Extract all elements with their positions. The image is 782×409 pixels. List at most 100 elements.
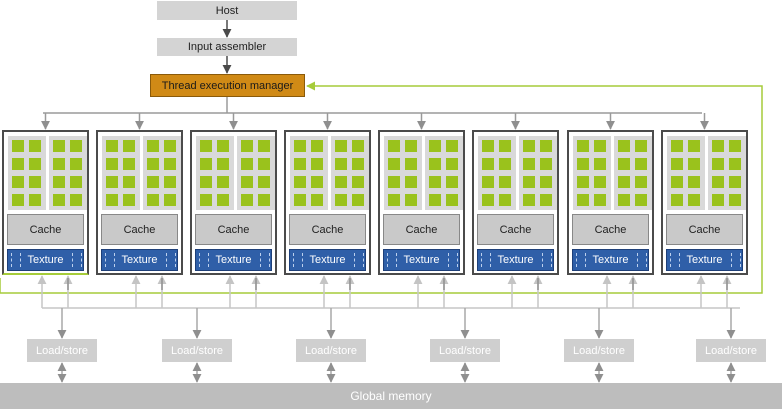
processor-core [12, 158, 24, 170]
load-store-unit: Load/store [162, 339, 232, 362]
processor-core [729, 140, 741, 152]
processor-core [311, 176, 323, 188]
processor-core [594, 140, 606, 152]
processor-core [258, 194, 270, 206]
texture-unit: Texture [101, 249, 178, 271]
processor-core [217, 176, 229, 188]
processor-core [200, 176, 212, 188]
host-box: Host [157, 1, 297, 20]
texture-lane-marks [481, 253, 491, 267]
texture-label: Texture [403, 254, 440, 266]
processor-core [53, 176, 65, 188]
processor-core [241, 140, 253, 152]
processor-core [53, 140, 65, 152]
processor-array-left [667, 136, 705, 210]
processor-core [523, 140, 535, 152]
processor-core [540, 140, 552, 152]
thread-execution-manager-box: Thread execution manager [150, 74, 305, 97]
processor-core [688, 194, 700, 206]
processor-core [388, 140, 400, 152]
processor-core [241, 158, 253, 170]
processor-core [53, 158, 65, 170]
processor-core [540, 158, 552, 170]
cache-block: Cache [7, 214, 84, 245]
processor-array-left [384, 136, 422, 210]
processor-core [294, 158, 306, 170]
texture-unit: Texture [666, 249, 743, 271]
processor-core [29, 158, 41, 170]
load-store-unit: Load/store [430, 339, 500, 362]
cache-block: Cache [477, 214, 554, 245]
processor-core [123, 140, 135, 152]
processor-core [335, 140, 347, 152]
processor-core [123, 176, 135, 188]
texture-lane-marks [448, 253, 458, 267]
processor-core [577, 158, 589, 170]
processor-core [499, 158, 511, 170]
texture-unit: Texture [7, 249, 84, 271]
processor-core [106, 194, 118, 206]
processor-core [241, 176, 253, 188]
texture-label: Texture [686, 254, 723, 266]
load-store-unit: Load/store [564, 339, 634, 362]
processor-core [499, 176, 511, 188]
processor-array-right [237, 136, 275, 210]
processor-core [217, 140, 229, 152]
texture-label: Texture [215, 254, 252, 266]
processor-core [482, 158, 494, 170]
processor-core [594, 194, 606, 206]
load-store-unit: Load/store [696, 339, 766, 362]
processor-core [523, 176, 535, 188]
processor-core [429, 140, 441, 152]
processor-core [123, 194, 135, 206]
texture-lane-marks [670, 253, 680, 267]
processor-core [523, 194, 535, 206]
cache-block: Cache [383, 214, 460, 245]
processor-core [712, 140, 724, 152]
processor-core [618, 158, 630, 170]
processor-core [311, 158, 323, 170]
processor-core [671, 176, 683, 188]
processor-core [164, 140, 176, 152]
texture-unit: Texture [477, 249, 554, 271]
processor-core [671, 158, 683, 170]
processor-core [335, 194, 347, 206]
processor-array-right [425, 136, 463, 210]
processor-core [482, 140, 494, 152]
processor-core [482, 176, 494, 188]
texture-unit: Texture [572, 249, 649, 271]
processor-core [729, 176, 741, 188]
processor-array-right [49, 136, 87, 210]
processor-core [405, 194, 417, 206]
processor-core [671, 140, 683, 152]
processor-core [29, 140, 41, 152]
processor-core [29, 176, 41, 188]
processor-core [200, 194, 212, 206]
texture-lane-marks [354, 253, 364, 267]
processor-core [429, 176, 441, 188]
cache-block: Cache [195, 214, 272, 245]
processor-core [200, 140, 212, 152]
texture-lane-marks [166, 253, 176, 267]
processor-core [499, 194, 511, 206]
processor-core [70, 158, 82, 170]
texture-lane-marks [199, 253, 209, 267]
processor-core [446, 140, 458, 152]
processor-array-right [708, 136, 746, 210]
processor-core [258, 176, 270, 188]
processor-core [106, 140, 118, 152]
processor-array-left [573, 136, 611, 210]
processor-core [70, 176, 82, 188]
processor-core [70, 140, 82, 152]
texture-unit: Texture [195, 249, 272, 271]
processor-array-left [102, 136, 140, 210]
processor-core [388, 194, 400, 206]
texture-lane-marks [387, 253, 397, 267]
processor-core [352, 140, 364, 152]
processor-core [352, 158, 364, 170]
processor-core [577, 176, 589, 188]
processor-core [164, 176, 176, 188]
